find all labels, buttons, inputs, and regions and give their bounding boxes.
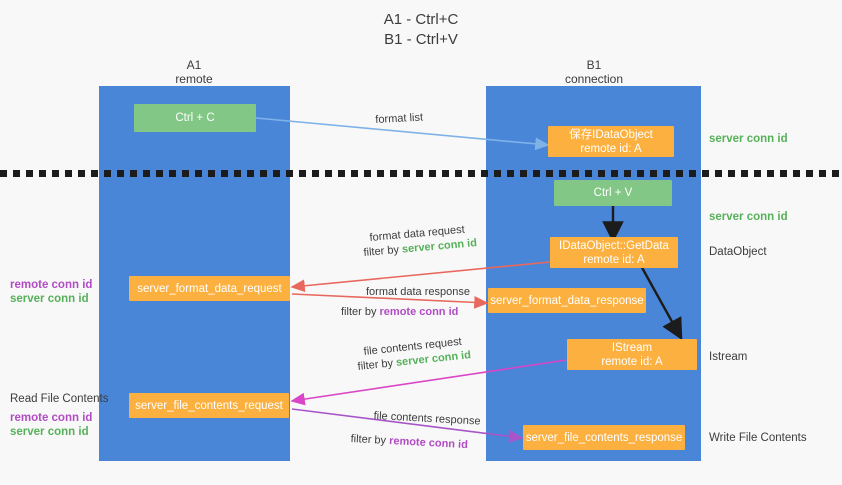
node-server-format-data-response-label: server_format_data_response	[490, 294, 644, 307]
node-istream-line1: IStream	[611, 341, 653, 354]
node-ctrl-c-label: Ctrl + C	[175, 112, 215, 124]
column-header-b1: B1 connection	[518, 58, 670, 86]
column-header-a1: A1 remote	[118, 58, 270, 86]
edge-filter-prefix-2: filter by	[341, 306, 380, 318]
edge-filter-tag-4: remote conn id	[388, 435, 469, 452]
title-line-1: A1 - Ctrl+C	[383, 11, 459, 28]
edge-label-file-contents-response: file contents response	[373, 409, 481, 428]
edge-label-format-list: format list	[375, 111, 424, 126]
column-b1-name: B1	[586, 58, 602, 72]
label-group-conn-ids-1: remote conn id server conn id	[10, 278, 92, 306]
label-dataobject: DataObject	[709, 246, 767, 258]
label-write-file-contents: Write File Contents	[709, 432, 807, 444]
label-remote-conn-id-1: remote conn id	[10, 279, 93, 291]
edge-filter-prefix-3: filter by	[357, 356, 397, 373]
node-save-idataobject[interactable]: 保存IDataObject remote id: A	[548, 126, 674, 157]
node-server-file-contents-response-label: server_file_contents_response	[525, 431, 683, 444]
column-a1-subtitle: remote	[175, 72, 213, 86]
label-read-file-contents: Read File Contents	[10, 393, 109, 405]
node-ctrl-v-label: Ctrl + V	[593, 187, 633, 199]
edge-filter-prefix-4: filter by	[350, 432, 390, 447]
node-save-idataobject-line1: 保存IDataObject	[569, 128, 653, 141]
phase-divider-dashed-line	[0, 170, 842, 177]
edge-filter-file-contents-response: filter by remote conn id	[350, 432, 468, 452]
title-line-2: B1 - Ctrl+V	[384, 31, 458, 48]
node-getdata-line2: remote id: A	[583, 253, 645, 266]
node-server-format-data-request[interactable]: server_format_data_request	[129, 276, 290, 301]
label-server-conn-id-top: server conn id	[709, 133, 788, 145]
label-remote-conn-id-2: remote conn id	[10, 412, 93, 424]
label-server-conn-id-1: server conn id	[10, 293, 89, 305]
node-istream-line2: remote id: A	[601, 355, 663, 368]
node-server-file-contents-request-label: server_file_contents_request	[135, 399, 283, 412]
label-server-conn-id-2: server conn id	[10, 426, 89, 438]
column-b1-subtitle: connection	[564, 72, 624, 86]
node-server-file-contents-response[interactable]: server_file_contents_response	[523, 425, 685, 450]
label-istream: Istream	[709, 351, 748, 363]
node-ctrl-v[interactable]: Ctrl + V	[554, 180, 672, 206]
edge-filter-format-data-response: filter by remote conn id	[341, 305, 458, 319]
node-istream[interactable]: IStream remote id: A	[567, 339, 697, 370]
edge-label-format-data-response: format data response	[366, 286, 470, 298]
node-save-idataobject-line2: remote id: A	[580, 142, 642, 155]
column-a1-name: A1	[186, 58, 202, 72]
node-server-file-contents-request[interactable]: server_file_contents_request	[129, 393, 289, 418]
edge-filter-tag-2: remote conn id	[379, 306, 459, 318]
label-server-conn-id-mid: server conn id	[709, 211, 788, 223]
node-getdata-line1: IDataObject::GetData	[559, 239, 669, 252]
node-idataobject-getdata[interactable]: IDataObject::GetData remote id: A	[550, 237, 678, 268]
edge-filter-prefix-1: filter by	[363, 243, 403, 259]
label-group-conn-ids-2: remote conn id server conn id	[10, 411, 92, 439]
diagram-title: A1 - Ctrl+C B1 - Ctrl+V	[0, 10, 842, 50]
node-server-format-data-request-label: server_format_data_request	[137, 282, 282, 295]
node-server-format-data-response[interactable]: server_format_data_response	[488, 288, 646, 313]
node-ctrl-c[interactable]: Ctrl + C	[134, 104, 256, 132]
